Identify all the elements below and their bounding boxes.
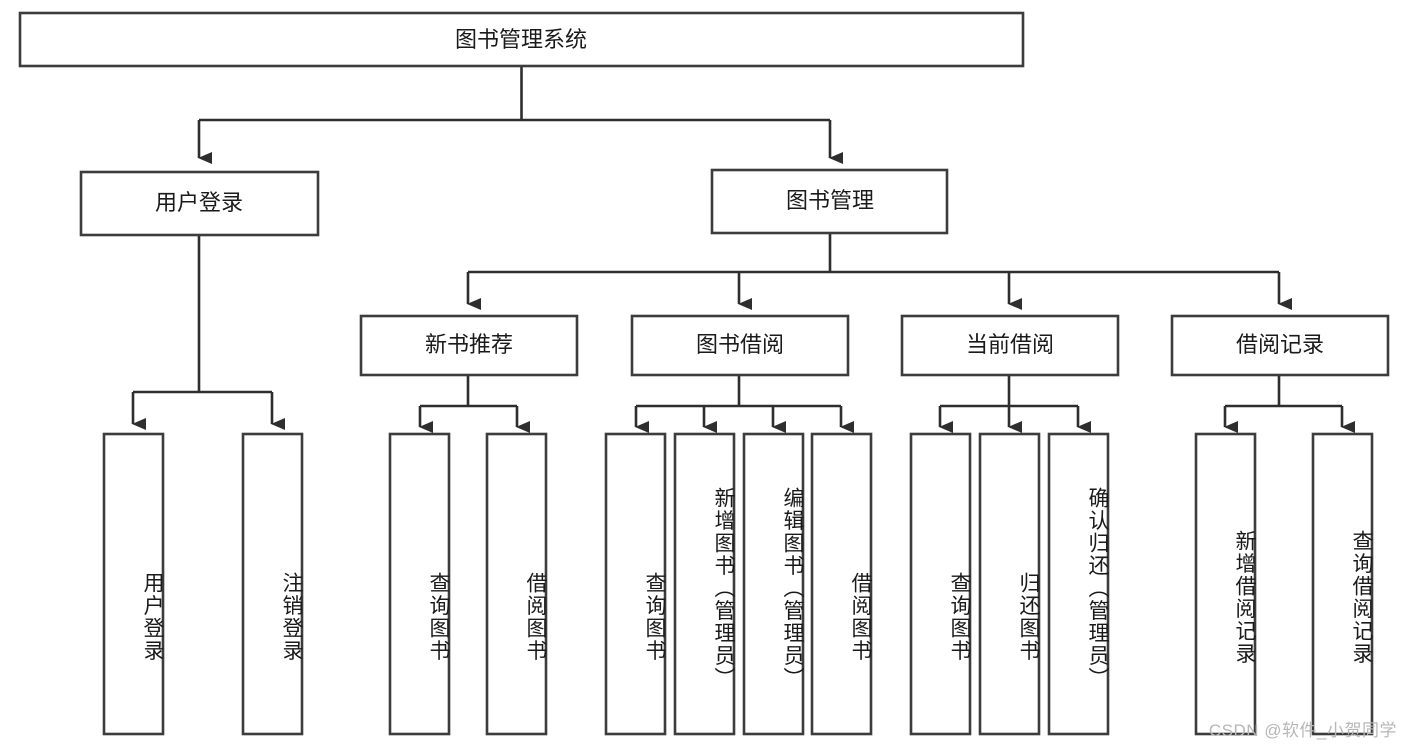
node-book-management-box[interactable] [710,168,949,235]
node-current-borrow[interactable]: 当前借阅 [900,314,1120,377]
leaf-query-book-3-box[interactable] [909,432,972,736]
node-new-book-recommend-label: 新书推荐 [425,332,513,357]
node-book-management[interactable]: 图书管理 [710,168,949,235]
leaf-confirm-return-box[interactable] [1047,432,1110,736]
node-user-login-label: 用户登录 [155,190,243,215]
node-root-box[interactable] [18,11,1025,68]
leaf-user-login-box[interactable] [102,432,165,736]
leaf-query-book-1-box[interactable] [388,432,451,736]
node-book-management-label: 图书管理 [786,188,874,213]
node-root-label: 图书管理系统 [455,27,587,52]
leaf-query-book-2-box[interactable] [604,432,667,736]
leaf-query-record-box[interactable] [1311,432,1374,736]
node-book-borrow-label: 图书借阅 [696,332,784,357]
node-current-borrow-label: 当前借阅 [966,332,1054,357]
leaf-return-book-box[interactable] [978,432,1041,736]
leaf-borrow-book-1-box[interactable] [485,432,548,736]
node-borrow-record-box[interactable] [1170,314,1390,377]
leaf-borrow-book-2-box[interactable] [810,432,873,736]
node-new-book-recommend-box[interactable] [359,314,579,377]
node-user-login-box[interactable] [79,170,320,237]
node-book-borrow[interactable]: 图书借阅 [630,314,850,377]
node-root[interactable]: 图书管理系统 [18,11,1025,68]
csdn-watermark: CSDN @软件_小贺同学 [1208,721,1397,740]
node-borrow-record[interactable]: 借阅记录 [1170,314,1390,377]
node-borrow-record-label: 借阅记录 [1236,332,1324,357]
connector-group [131,66,1355,433]
node-current-borrow-box[interactable] [900,314,1120,377]
leaf-edit-book-box[interactable] [742,432,805,736]
node-book-borrow-box[interactable] [630,314,850,377]
leaf-add-book-box[interactable] [673,432,736,736]
node-user-login[interactable]: 用户登录 [79,170,320,237]
leaf-user-logout-box[interactable] [241,432,304,736]
leaf-boxes [102,432,1374,736]
node-new-book-recommend[interactable]: 新书推荐 [359,314,579,377]
leaf-add-record-box[interactable] [1194,432,1257,736]
